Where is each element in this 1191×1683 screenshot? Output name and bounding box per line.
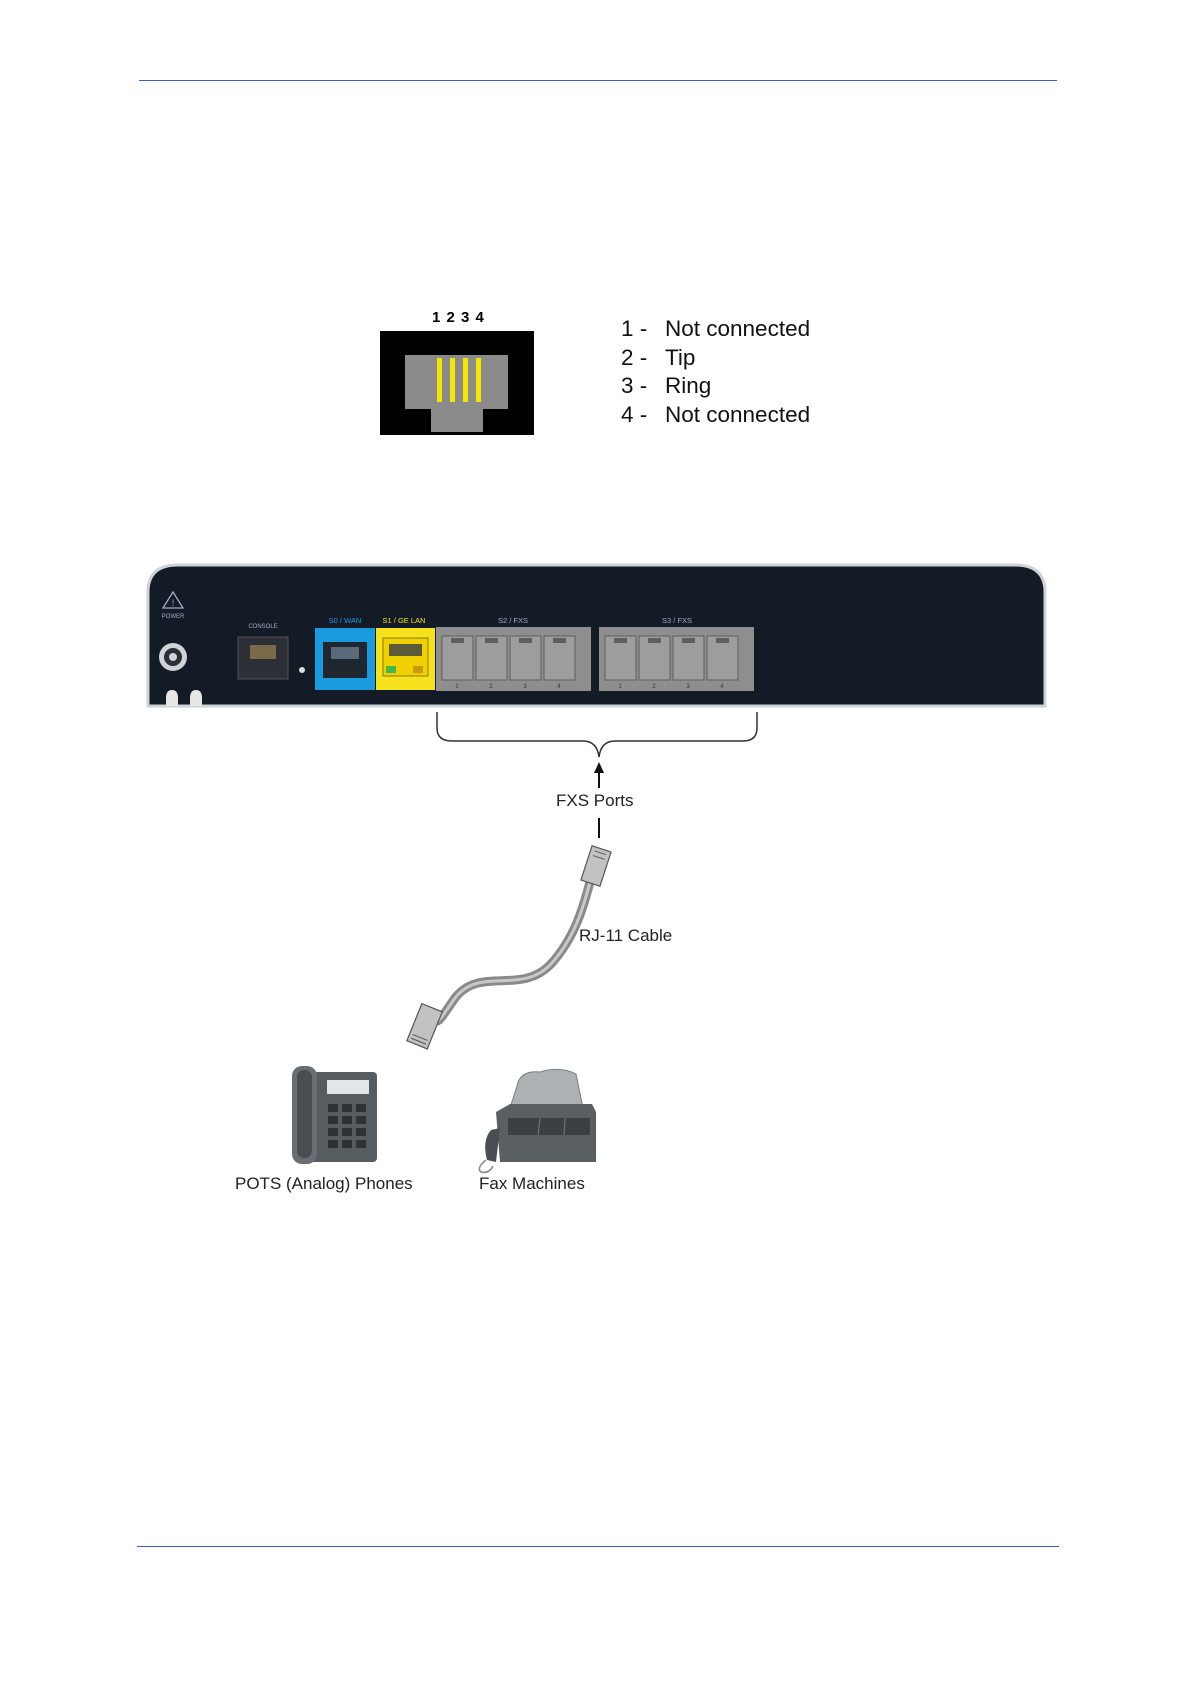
power-jack-icon [159,643,187,671]
fxs-port-group-1 [436,627,591,691]
power-label: POWER [162,614,185,620]
wan-label: S0 / WAN [329,616,362,625]
fxs-port [605,636,636,680]
console-label: CONSOLE [248,624,277,630]
rj11-cable-icon [407,846,611,1049]
svg-text:!: ! [172,598,175,608]
fxs-port-group-2 [599,627,754,691]
console-port-icon [238,637,288,679]
arrow-up-icon [594,762,604,788]
lan-label: S1 / GE LAN [383,616,426,625]
rj11-cable-label: RJ-11 Cable [579,926,672,946]
wan-port [315,628,375,690]
phone-icon [292,1066,377,1164]
fxs-port [442,636,473,680]
fax-machine-icon [479,1069,596,1172]
fxs-port [510,636,541,680]
device-chassis [148,565,1045,706]
fxs-bracket [437,712,757,757]
fxs-ports-label: FXS Ports [556,791,633,811]
fxs-port [673,636,704,680]
pots-phones-label: POTS (Analog) Phones [235,1174,413,1194]
reset-pin-icon [299,667,305,673]
fxs-group-2-label: S3 / FXS [662,616,692,625]
fxs-port [707,636,738,680]
fxs-port [476,636,507,680]
fxs-port [544,636,575,680]
fax-machines-label: Fax Machines [479,1174,585,1194]
fxs-group-1-label: S2 / FXS [498,616,528,625]
lan-port [376,628,435,690]
fxs-port [639,636,670,680]
footer-rule [137,1546,1059,1547]
